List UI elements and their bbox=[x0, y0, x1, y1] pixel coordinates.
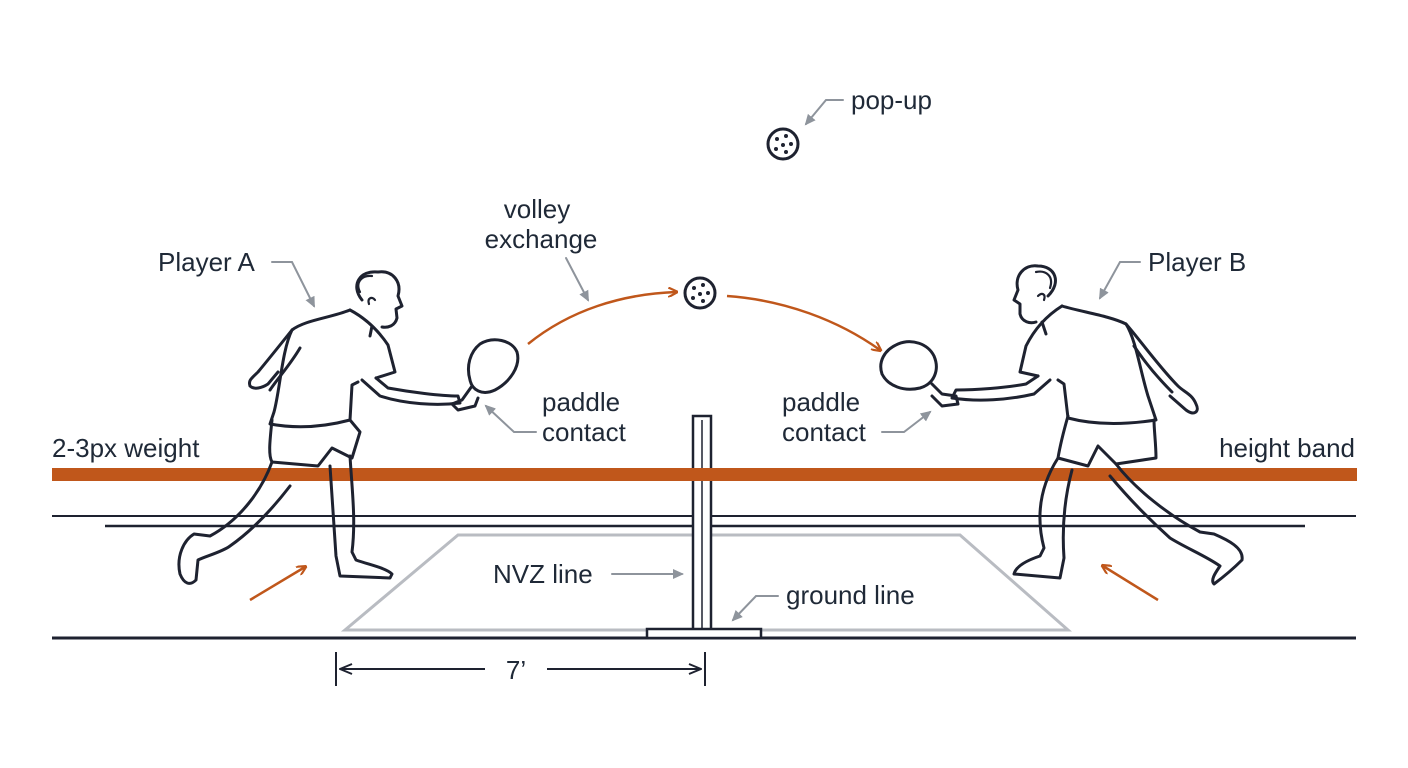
label-nvz-line: NVZ line bbox=[493, 559, 593, 589]
label-player-a: Player A bbox=[158, 247, 255, 277]
arrow-icon-trajectory-left bbox=[527, 292, 676, 345]
leader-player-a bbox=[271, 261, 315, 308]
leader-paddle-left bbox=[484, 404, 537, 433]
player-b-figure bbox=[950, 264, 1244, 586]
arrow-icon-footwork-left bbox=[249, 567, 305, 602]
label-exchange: exchange bbox=[485, 224, 598, 254]
label-pop-up: pop-up bbox=[851, 85, 932, 115]
paddle-left bbox=[450, 338, 520, 412]
label-paddle-right: paddle bbox=[782, 387, 860, 417]
label-paddle-left: paddle bbox=[542, 387, 620, 417]
leader-player-b bbox=[1099, 261, 1141, 300]
label-contact-left: contact bbox=[542, 417, 627, 447]
player-a-figure bbox=[177, 270, 462, 585]
arrow-icon-footwork-right bbox=[1103, 566, 1159, 602]
leader-ground-line bbox=[731, 595, 779, 622]
height-band bbox=[52, 468, 1357, 481]
label-weight: 2-3px weight bbox=[52, 433, 200, 463]
label-volley: volley bbox=[504, 194, 570, 224]
leader-paddle-right bbox=[881, 410, 932, 433]
label-ground-line: ground line bbox=[786, 580, 915, 610]
pickleball-icon-popup bbox=[766, 127, 800, 161]
label-player-b: Player B bbox=[1148, 247, 1246, 277]
dimension-line bbox=[335, 652, 706, 686]
label-distance: 7’ bbox=[506, 655, 526, 685]
leader-volley bbox=[565, 257, 589, 302]
nvz-zone-outline bbox=[340, 533, 1072, 632]
label-contact-right: contact bbox=[782, 417, 867, 447]
label-height-band: height band bbox=[1219, 433, 1355, 463]
leader-pop-up bbox=[804, 99, 844, 126]
arrow-icon-trajectory-right bbox=[726, 294, 880, 350]
pickleball-icon-center bbox=[683, 276, 717, 310]
paddle-right bbox=[879, 340, 960, 408]
